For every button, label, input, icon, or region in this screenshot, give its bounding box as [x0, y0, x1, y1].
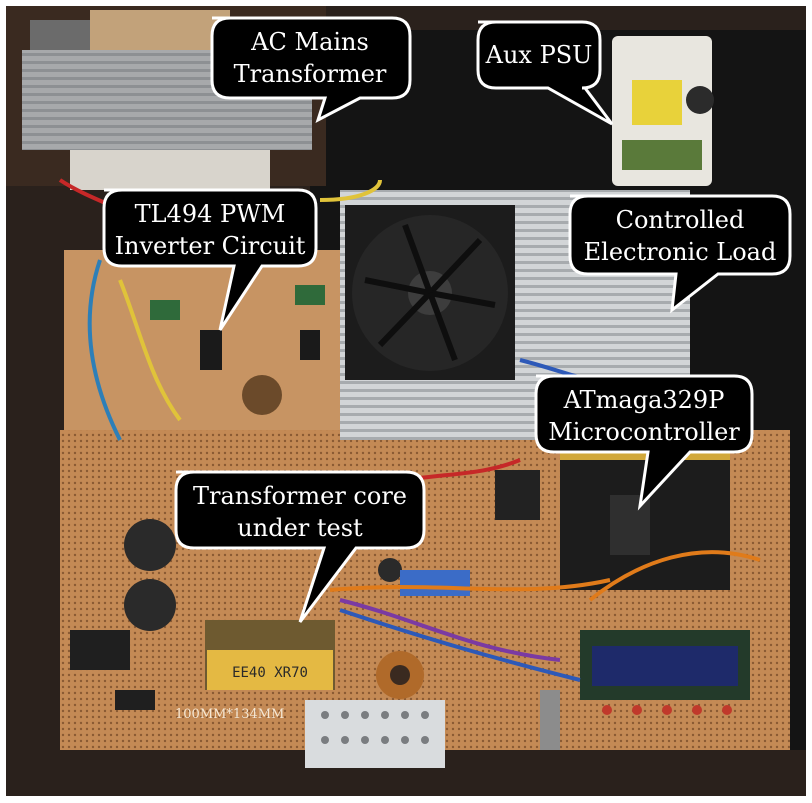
- capacitor: [124, 519, 176, 571]
- callout-core-line2: under test: [237, 514, 363, 542]
- board-silkscreen: 100MM*134MM: [175, 707, 284, 722]
- callout-aux-psu-line1: Aux PSU: [485, 41, 593, 69]
- callout-load-line2: Electronic Load: [584, 238, 777, 266]
- callout-load-line1: Controlled: [616, 206, 745, 234]
- callout-tl494-line1: TL494 PWM: [135, 200, 286, 228]
- transformer-core-under-test: EE40 XR70: [205, 620, 335, 690]
- callout-ac-mains: AC Mains Transformer: [210, 16, 412, 124]
- core-marking: EE40 XR70: [232, 665, 308, 681]
- callout-tl494: TL494 PWM Inverter Circuit: [102, 188, 318, 331]
- callout-mcu-line2: Microcontroller: [548, 418, 740, 446]
- callout-load: Controlled Electronic Load: [568, 194, 792, 314]
- callout-mcu: ATmaga329P Microcontroller: [534, 374, 754, 511]
- heatsink-fan: [340, 190, 690, 440]
- callout-ac-mains-line1: AC Mains: [250, 28, 369, 56]
- callout-core: Transformer core under test: [174, 470, 426, 623]
- callout-ac-mains-line2: Transformer: [234, 60, 387, 88]
- callout-tl494-line2: Inverter Circuit: [115, 232, 306, 260]
- lcd-display: [580, 630, 750, 700]
- callout-mcu-line1: ATmaga329P: [563, 386, 725, 414]
- callout-aux-psu: Aux PSU: [476, 20, 614, 126]
- callout-core-line1: Transformer core: [193, 482, 407, 510]
- aux-psu-board: [612, 36, 714, 186]
